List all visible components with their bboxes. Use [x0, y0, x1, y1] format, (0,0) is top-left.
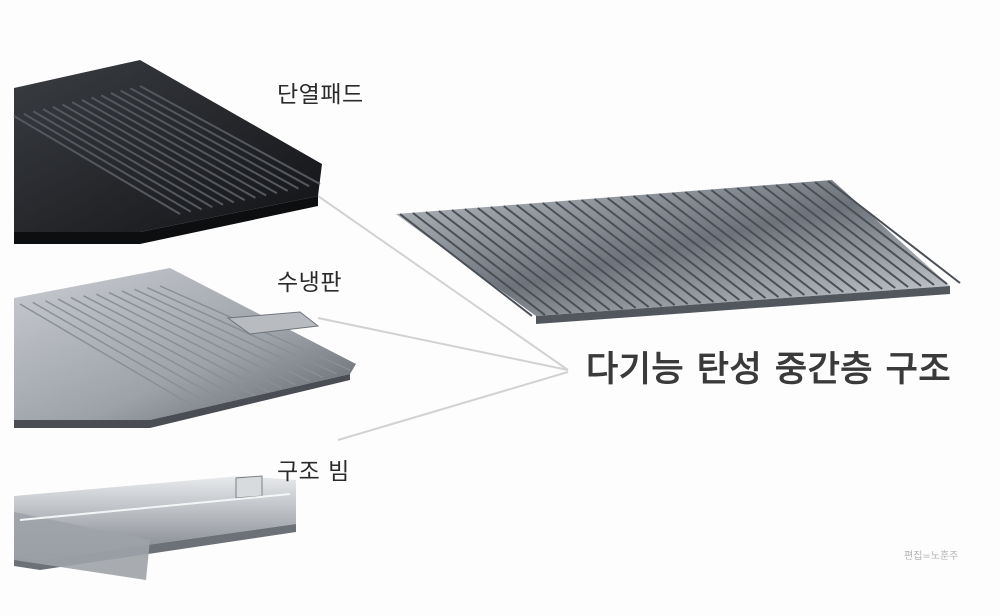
label-structural-beam: 구조 빔 [277, 459, 350, 485]
insulation-pad-image [13, 60, 322, 244]
leader-line-beam [337, 371, 569, 441]
leader-line-pad [317, 195, 569, 371]
structural-beam-image [14, 475, 296, 580]
label-cooling-plate: 수냉판 [277, 270, 342, 296]
elastic-interlayer-image [396, 180, 961, 324]
cooling-plate-image [14, 268, 356, 428]
editor-credit: 편집=노훈주 [904, 551, 959, 562]
leader-lines [317, 195, 569, 441]
label-insulation-pad: 단열패드 [277, 82, 364, 108]
diagram-title: 다기능 탄성 중간층 구조 [586, 350, 952, 390]
leader-line-plate [317, 317, 569, 371]
